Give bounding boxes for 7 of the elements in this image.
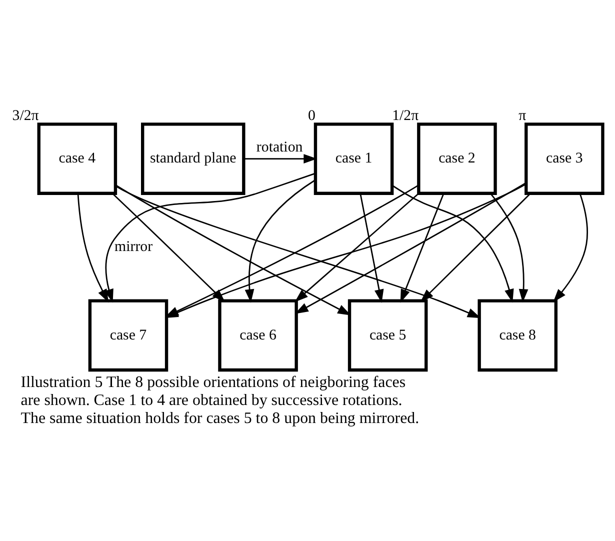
node-label: π <box>518 108 526 124</box>
edge-label: rotation <box>256 140 303 156</box>
node-label: 0 <box>308 108 316 124</box>
caption: Illustration 5 The 8 possible orientations of neigboring faces are shown. Case 1 to 4 are obtained by successive rotations. The same situation holds for cases 5 to 8 upon being mirrored. <box>20 374 420 428</box>
node-label: 3/2π <box>12 108 39 124</box>
edge-label: mirror <box>114 239 153 256</box>
node-label: 1/2π <box>392 108 419 124</box>
